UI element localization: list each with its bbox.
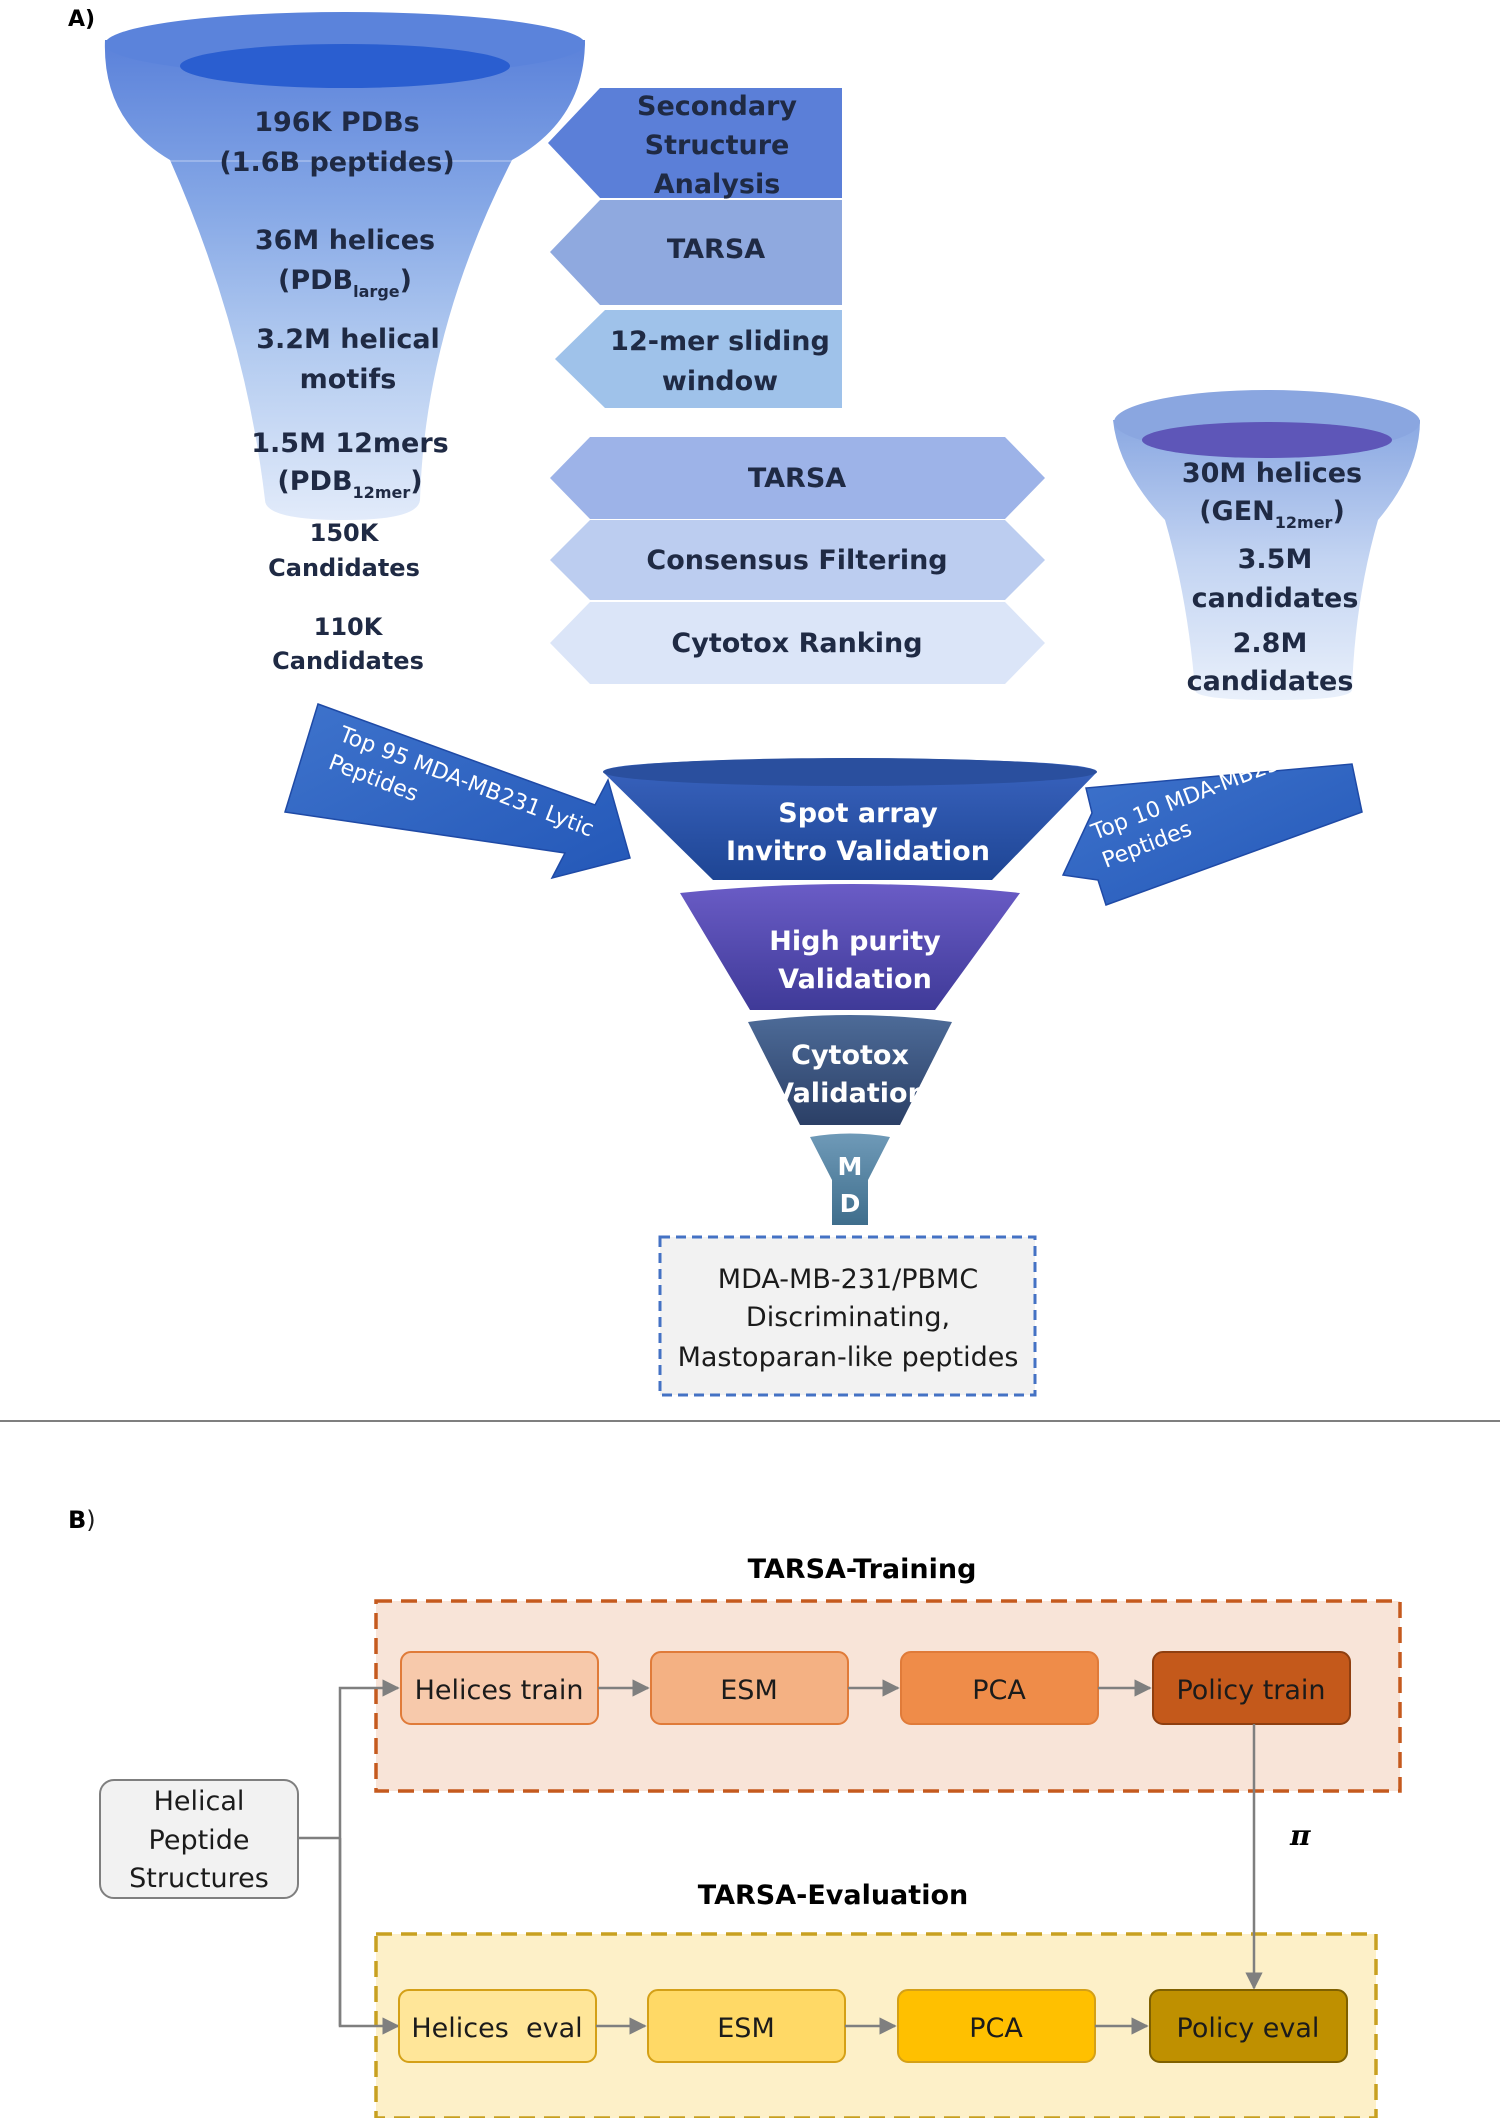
node-helices-eval-label: Helices eval: [411, 2013, 582, 2044]
source-connectors: [298, 1679, 400, 2035]
center-level-4-line-2: D: [840, 1189, 861, 1218]
right-level-2-line-2: candidates: [1192, 583, 1359, 614]
upper-steps: Secondary Structure Analysis TARSA 12-me…: [548, 88, 842, 408]
node-esm-eval-label: ESM: [717, 2013, 775, 2044]
arrow-left-shape: [284, 703, 631, 880]
step-tarsa-chevron: [550, 200, 842, 305]
step-tarsa-2-label: TARSA: [748, 463, 846, 494]
left-funnel: 196K PDBs (1.6B peptides) 36M helices (P…: [104, 12, 586, 675]
center-level-1-shape: [603, 758, 1097, 880]
arrow-right-shape: [1061, 763, 1363, 906]
right-level-3-line-2: candidates: [1187, 666, 1354, 697]
right-funnel-body: [1113, 420, 1420, 700]
node-esm-train-label: ESM: [720, 1675, 778, 1706]
right-funnel-opening: [1142, 422, 1392, 458]
node-policy-train: [1152, 1651, 1351, 1725]
arrow-left-group: Top 95 MDA-MB231 Lytic Peptides: [284, 703, 631, 880]
center-level-1-rim: [603, 758, 1097, 786]
step-secondary-line-3: Analysis: [654, 169, 781, 200]
lower-steps: TARSA Consensus Filtering Cytotox Rankin…: [550, 437, 1045, 684]
step-secondary-structure-chevron: [548, 88, 842, 198]
left-level-1-line-2: (1.6B peptides): [219, 147, 454, 178]
center-level-3-line-2: Validation: [773, 1078, 927, 1109]
node-pca-train-label: PCA: [972, 1675, 1026, 1706]
node-policy-train-label: Policy train: [1176, 1675, 1325, 1706]
left-level-6-line-1: 110K: [314, 613, 384, 641]
node-helices-train-label: Helices train: [415, 1675, 584, 1706]
step-tarsa-2-chevron: [550, 437, 1045, 519]
center-level-3-line-1: Cytotox: [791, 1040, 909, 1071]
left-level-4-line-1: 1.5M 12mers: [251, 428, 449, 459]
right-level-3-line-1: 2.8M: [1233, 628, 1308, 659]
source-line-3: Structures: [129, 1863, 269, 1894]
panel-b-label: B): [68, 1506, 96, 1534]
step-tarsa-label: TARSA: [667, 234, 765, 265]
panel-a-label: A): [68, 7, 95, 32]
left-level-4-line-2: (PDB12mer): [277, 466, 422, 502]
left-funnel-body: [104, 40, 586, 520]
training-title: TARSA-Training: [748, 1554, 977, 1585]
step-secondary-line-2: Structure: [645, 130, 790, 161]
node-policy-eval: [1149, 1989, 1348, 2063]
center-level-4-shape: [810, 1133, 890, 1225]
left-level-2-line-2: (PDBlarge): [278, 265, 412, 301]
step-secondary-line-1: Secondary: [637, 91, 797, 122]
evaluation-nodes: Helices eval ESM PCA Policy eval: [398, 1989, 1348, 2063]
step-sliding-window-line-1: 12-mer sliding: [610, 326, 830, 357]
center-level-1-line-1: Spot array: [778, 798, 938, 829]
left-level-6-line-2: Candidates: [272, 647, 424, 675]
evaluation-title: TARSA-Evaluation: [698, 1880, 968, 1911]
center-level-2-line-2: Validation: [778, 964, 932, 995]
left-funnel-opening: [180, 44, 510, 88]
right-level-1-line-2: (GEN12mer): [1199, 496, 1345, 532]
left-level-5-line-2: Candidates: [268, 554, 420, 582]
source-line-1: Helical: [154, 1786, 245, 1817]
training-arrows: [598, 1679, 1263, 1990]
connector-to-eval: [338, 1838, 400, 2035]
step-consensus-chevron: [550, 520, 1045, 600]
center-level-4-line-1: M: [838, 1152, 863, 1181]
arrow-right-group: Top 10 MDA-MB231 Lytic Peptides: [1061, 725, 1363, 906]
step-cytotox-ranking-label: Cytotox Ranking: [671, 628, 922, 659]
left-level-2-line-1: 36M helices: [255, 225, 435, 256]
node-pca-eval-label: PCA: [969, 2013, 1023, 2044]
step-cytotox-ranking-chevron: [550, 602, 1045, 684]
right-level-1-line-1: 30M helices: [1182, 458, 1362, 489]
result-box-frame: [658, 1235, 1037, 1397]
left-level-3-line-1: 3.2M helical: [256, 324, 440, 355]
left-level-3-line-2: motifs: [300, 364, 397, 395]
source-line-2: Peptide: [149, 1825, 250, 1856]
step-sliding-window-chevron: [555, 310, 842, 408]
center-level-2-line-1: High purity: [769, 926, 941, 957]
center-funnel: Spot array Invitro Validation High purit…: [603, 758, 1097, 1225]
node-policy-eval-label: Policy eval: [1177, 2013, 1320, 2044]
step-consensus-label: Consensus Filtering: [646, 545, 947, 576]
center-level-1-line-2: Invitro Validation: [726, 836, 990, 867]
result-line-3: Mastoparan-like peptides: [678, 1342, 1019, 1373]
left-level-1-line-1: 196K PDBs: [254, 107, 420, 138]
training-nodes: Helices train ESM PCA Policy train: [400, 1651, 1351, 1725]
result-line-1: MDA-MB-231/PBMC: [718, 1264, 978, 1295]
right-funnel: 30M helices (GEN12mer) 3.5M candidates 2…: [1113, 390, 1420, 700]
step-sliding-window-line-2: window: [662, 366, 778, 397]
left-level-5-line-1: 150K: [310, 519, 380, 547]
right-level-2-line-1: 3.5M: [1238, 544, 1313, 575]
result-line-2: Discriminating,: [746, 1302, 950, 1333]
policy-symbol: π: [1289, 1819, 1311, 1852]
center-level-2-shape: [680, 884, 1020, 1010]
result-box: MDA-MB-231/PBMC Discriminating, Mastopar…: [658, 1235, 1037, 1397]
center-level-3-shape: [748, 1015, 952, 1125]
left-funnel-divider: [150, 160, 530, 162]
